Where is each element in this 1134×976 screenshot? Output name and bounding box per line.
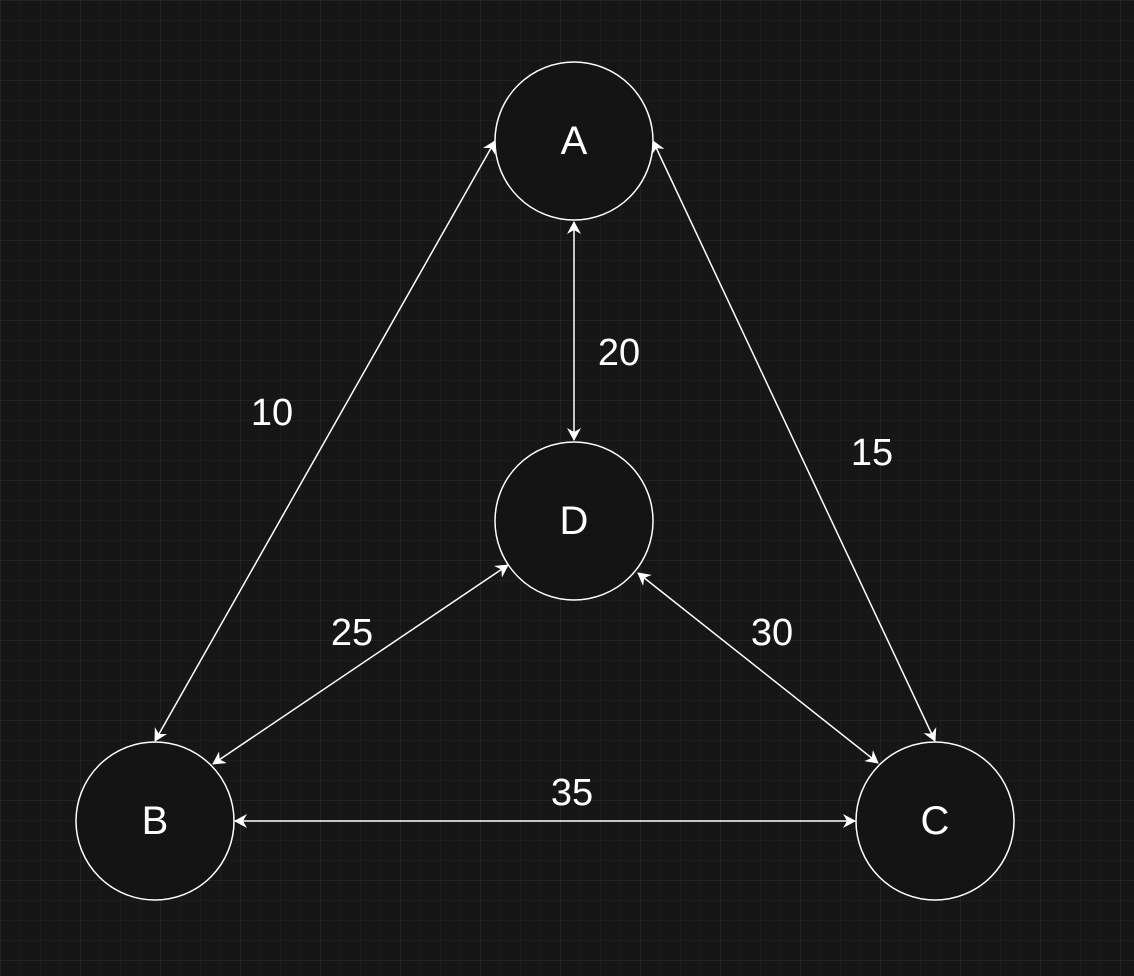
node-a-label: A	[561, 119, 588, 163]
edge-b-d[interactable]	[212, 564, 509, 765]
edge-a-d-weight: 20	[598, 332, 640, 374]
node-b-circle[interactable]	[75, 741, 235, 901]
edge-a-c[interactable]	[651, 140, 937, 742]
edges	[154, 140, 937, 828]
edge-d-c[interactable]	[637, 572, 879, 764]
edge-a-b[interactable]	[154, 140, 496, 742]
node-a[interactable]: A	[494, 61, 654, 221]
node-b-label: B	[142, 799, 169, 843]
node-a-circle[interactable]	[494, 61, 654, 221]
node-c[interactable]: C	[855, 741, 1015, 901]
node-d[interactable]: D	[494, 441, 654, 601]
edge-d-c-weight: 30	[751, 612, 793, 654]
edge-b-c-weight: 35	[551, 772, 593, 814]
node-d-circle[interactable]	[494, 441, 654, 601]
edge-b-d-weight: 25	[331, 612, 373, 654]
edge-a-c-weight: 15	[851, 432, 893, 474]
node-b[interactable]: B	[75, 741, 235, 901]
edge-a-b-weight: 10	[251, 392, 293, 434]
node-c-circle[interactable]	[855, 741, 1015, 901]
edge-labels: 10 20 15 25 30 35	[251, 332, 893, 814]
node-d-label: D	[560, 499, 589, 543]
node-c-label: C	[921, 799, 950, 843]
